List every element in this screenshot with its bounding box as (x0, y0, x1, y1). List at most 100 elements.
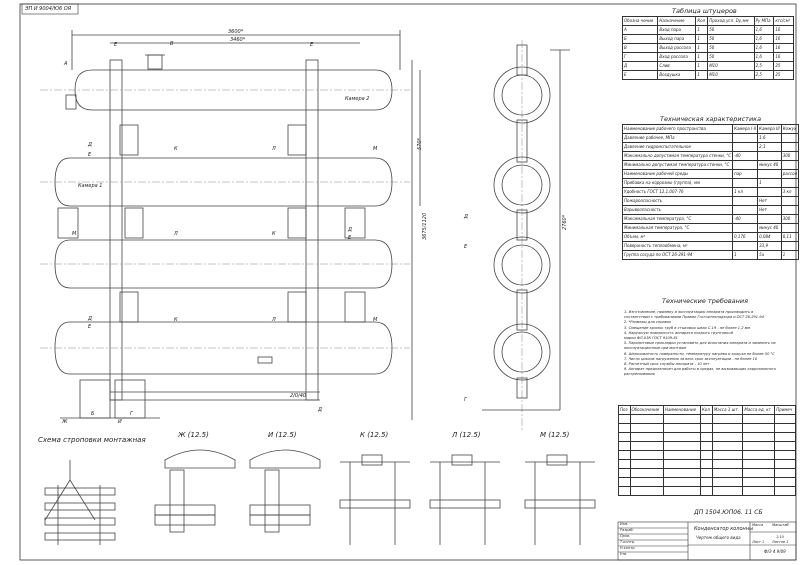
section-I-title: И (12.5) (268, 431, 297, 439)
table-cell (629, 423, 664, 433)
table-cell (700, 423, 713, 433)
table-cell: Давление гидроиспытательное (621, 142, 734, 152)
tech-table-row: Максимально допустимая температура стенк… (621, 151, 800, 161)
table-cell (700, 450, 713, 460)
section-K-title: К (12.5) (360, 431, 389, 439)
table-cell: 1 (757, 178, 782, 188)
table-cell (618, 486, 631, 496)
table-cell: Удобность ГОСТ 12.1.007-76 (621, 187, 734, 197)
table-cell (742, 432, 776, 442)
section-L-title: Л (12.5) (452, 431, 481, 439)
table-cell (618, 468, 631, 478)
title-block-row-label: Разраб. (620, 528, 634, 532)
table-cell (774, 450, 796, 460)
table-cell: 1 кл (732, 187, 759, 197)
requirements-title: Технические требования (662, 297, 749, 305)
table-header-cell: кгс/см² (773, 16, 794, 26)
table-cell: 0,084 (757, 232, 782, 242)
table-cell (711, 441, 744, 451)
table-cell (780, 223, 800, 233)
table-cell: 1,6 (753, 25, 775, 35)
table-cell (662, 450, 702, 460)
title-block-row-label: Изм. (620, 522, 629, 526)
table-cell: 1 (695, 34, 709, 44)
table-cell: 25 (773, 70, 794, 80)
table-cell (618, 414, 631, 424)
table-cell: 0,11 (780, 232, 800, 242)
product-name: Конденсатор колонны (694, 526, 754, 532)
tech-table-row: Минимально допустимая температура стенки… (621, 160, 800, 170)
chamber-1-label: Камера 1 (78, 183, 103, 189)
table-cell (618, 432, 631, 442)
side-view (482, 40, 570, 430)
table-cell: Д (621, 61, 659, 71)
table-cell: Вход пара (657, 25, 697, 35)
table-cell: Минимальная температура, °С (621, 223, 734, 233)
table-cell: Прибавка на коррозию (группа), мм (621, 178, 734, 188)
table-cell (662, 486, 702, 496)
chamber-2-label: Камера 2 (345, 96, 370, 102)
table-cell: 300 (780, 151, 800, 161)
table-cell: Г (621, 52, 659, 62)
table-header-cell: Камера I-II (732, 124, 759, 134)
table-cell: Поверхность теплообмена, м² (621, 241, 734, 251)
requirements-list: 1. Изготовление, приемку и эксплуатацию … (624, 310, 794, 378)
table-cell (732, 178, 759, 188)
table-cell (700, 459, 713, 469)
table-cell (662, 468, 702, 478)
marker-E-3: Е (88, 152, 92, 158)
table-cell: Воздушка (657, 70, 697, 80)
table-header-cell: Обозначение (629, 405, 664, 415)
marker-D-2: Д (348, 227, 352, 233)
title-block-lines (617, 521, 797, 561)
table-cell (618, 441, 631, 451)
table-cell: 16 (773, 34, 794, 44)
marker-G: Г (130, 411, 133, 417)
spec-table-row (618, 414, 796, 424)
table-cell: 3 кл (780, 187, 800, 197)
table-cell (618, 459, 631, 469)
requirement-line: марки ФЛ-03К ГОСТ 9109-81 (624, 336, 678, 341)
table-cell (711, 468, 744, 478)
table-cell (732, 133, 759, 143)
table-cell (618, 477, 631, 487)
marker-M-2: М (72, 231, 77, 237)
table-cell (732, 205, 759, 215)
marker-E-1: Е (114, 42, 118, 48)
requirement-line: 3. Смещение кромок труб в стыковых швах … (624, 325, 751, 330)
marker-L-1: Л (272, 146, 276, 152)
requirement-line: 7. Число циклов нагружения за весь срок … (624, 356, 758, 361)
marker-I: И (118, 419, 122, 425)
table-cell: Минимально допустимая температура стенки… (621, 160, 734, 170)
table-cell (774, 441, 796, 451)
table-cell: пар (732, 169, 759, 179)
title-block-row-label: Н.контр. (620, 546, 636, 550)
table-header-cell: Обозна-чение (621, 16, 659, 26)
table-cell (732, 223, 759, 233)
marker-K-1: К (174, 146, 178, 152)
mass-label: Масса (752, 523, 764, 527)
table-cell: 1,6 (753, 43, 775, 53)
table-cell (742, 450, 776, 460)
dim-overall-len: 3600* (228, 29, 244, 35)
sections (44, 449, 596, 545)
requirement-line: 4. Наружную поверхность аппарата покрыть… (624, 330, 733, 335)
table-cell (742, 441, 776, 451)
spec-table-row (618, 486, 796, 496)
table-cell (700, 441, 713, 451)
table-cell: Нет (757, 196, 782, 206)
table-cell: 5а (757, 250, 782, 260)
table-header-cell: Кол (700, 405, 713, 415)
dim-vessel-height: 2760* (562, 214, 568, 230)
table-cell (700, 486, 713, 496)
table-cell: Наименование рабочей среды (621, 169, 734, 179)
table-cell (662, 432, 702, 442)
section-M-title: М (12.5) (540, 431, 570, 439)
table-cell (774, 423, 796, 433)
